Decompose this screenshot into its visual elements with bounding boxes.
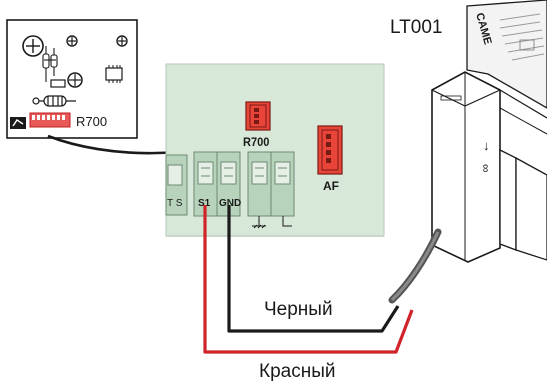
device-ring-icon: ∞: [479, 164, 493, 173]
red-wire-label: Красный: [259, 361, 335, 382]
r700-module-card: R700: [6, 19, 138, 139]
terminal-s1-label: S1: [198, 198, 211, 209]
red-wire: [203, 205, 414, 354]
crystal-icon: [32, 95, 76, 107]
r700-board-label: R700: [243, 137, 269, 149]
af-label: AF: [323, 179, 339, 193]
device-label: LT001: [390, 17, 442, 38]
ground-symbol-icon: [252, 216, 292, 229]
mounting-hole-icon: [67, 72, 83, 88]
came-logo-icon: [10, 117, 26, 129]
mounting-hole-icon: [66, 35, 78, 47]
mounting-hole-icon: [116, 35, 128, 47]
black-wire-label: Черный: [264, 299, 333, 320]
ic-chip-icon: [105, 65, 123, 83]
terminal-block-left: [165, 154, 188, 216]
black-wire: [227, 205, 400, 333]
terminal-gnd-label: GND: [219, 198, 241, 209]
device-arrow-icon: ↓: [483, 138, 490, 153]
module-label: R700: [76, 114, 107, 129]
terminals-ts-label: T S: [167, 198, 183, 209]
lt001-device: CAME ↓ ∞: [388, 0, 547, 304]
af-connector: [317, 125, 343, 175]
control-board: R700 AF T S S1 GND: [165, 63, 385, 237]
terminal-block-s1-gnd: [193, 151, 241, 217]
r700-board-connector: [245, 101, 271, 131]
module-connector: [29, 112, 71, 128]
terminal-block-right: [247, 151, 295, 217]
mounting-hole-icon: [22, 35, 44, 57]
component-icon: [50, 79, 66, 88]
resistor-icon: [42, 46, 58, 82]
